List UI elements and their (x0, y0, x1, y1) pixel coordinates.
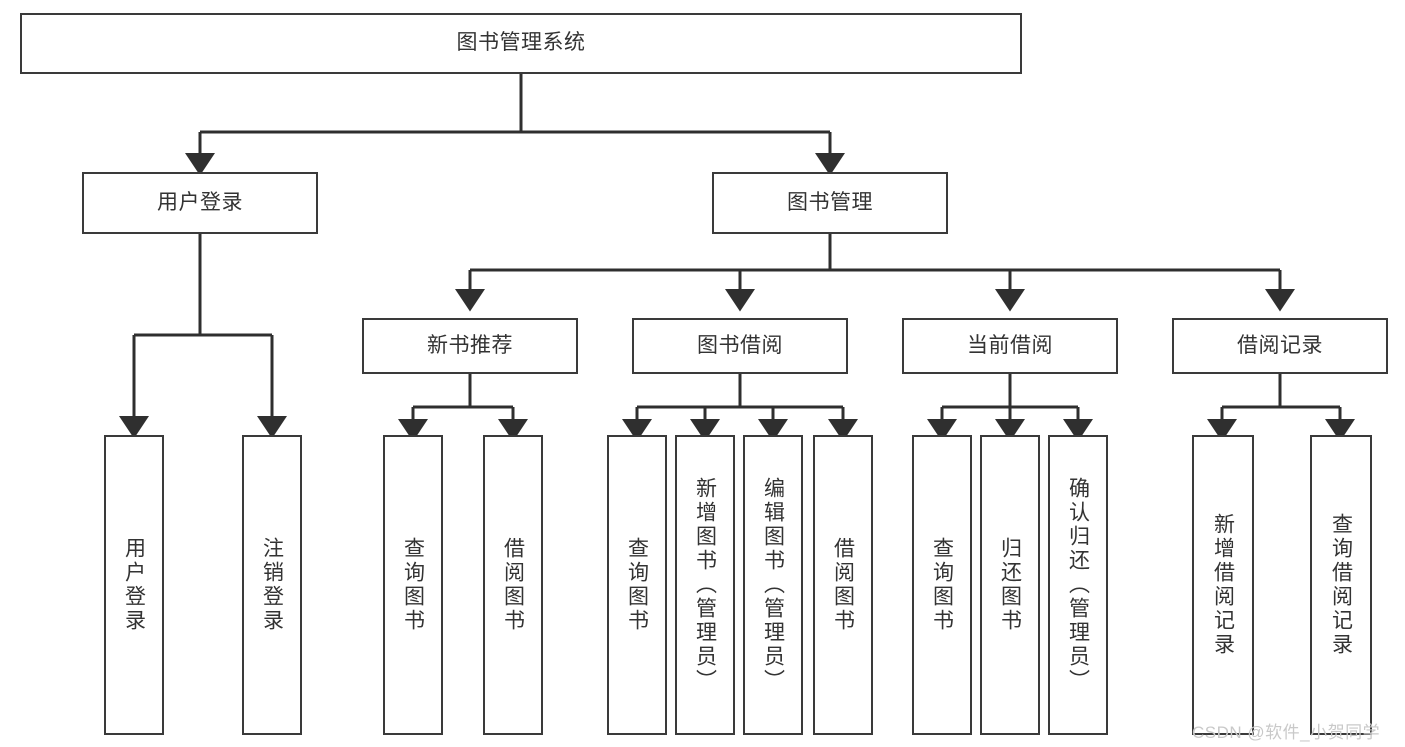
leaf-logout-login[interactable]: 注销登录 (242, 435, 302, 735)
node-label: 图书借阅 (697, 333, 783, 357)
leaf-query-book-3[interactable]: 查询图书 (912, 435, 972, 735)
node-label: 查询图书 (625, 537, 649, 633)
node-label: 新增图书（管理员） (693, 477, 717, 693)
csdn-watermark: CSDN @软件_小贺同学 (1192, 723, 1381, 742)
leaf-confirm-return[interactable]: 确认归还（管理员） (1048, 435, 1108, 735)
leaf-query-book-1[interactable]: 查询图书 (383, 435, 443, 735)
leaf-query-book-2[interactable]: 查询图书 (607, 435, 667, 735)
node-label: 查询图书 (401, 537, 425, 633)
node-book-borrow[interactable]: 图书借阅 (632, 318, 848, 374)
node-label: 新书推荐 (427, 333, 513, 357)
leaf-add-record[interactable]: 新增借阅记录 (1192, 435, 1254, 735)
node-label: 新增借阅记录 (1211, 513, 1235, 657)
node-label: 确认归还（管理员） (1066, 477, 1090, 693)
node-new-book-recommend[interactable]: 新书推荐 (362, 318, 578, 374)
node-label: 注销登录 (260, 537, 284, 633)
node-book-manage[interactable]: 图书管理 (712, 172, 948, 234)
node-borrow-record[interactable]: 借阅记录 (1172, 318, 1388, 374)
leaf-user-login[interactable]: 用户登录 (104, 435, 164, 735)
node-label: 归还图书 (998, 537, 1022, 633)
leaf-borrow-book-2[interactable]: 借阅图书 (813, 435, 873, 735)
node-label: 编辑图书（管理员） (761, 477, 785, 693)
node-root-system[interactable]: 图书管理系统 (20, 13, 1022, 74)
leaf-borrow-book-1[interactable]: 借阅图书 (483, 435, 543, 735)
leaf-return-book[interactable]: 归还图书 (980, 435, 1040, 735)
node-label: 查询图书 (930, 537, 954, 633)
leaf-query-record[interactable]: 查询借阅记录 (1310, 435, 1372, 735)
node-label: 当前借阅 (967, 333, 1053, 357)
leaf-add-book[interactable]: 新增图书（管理员） (675, 435, 735, 735)
node-label: 图书管理 (787, 190, 873, 214)
node-label: 借阅图书 (831, 537, 855, 633)
node-label: 借阅图书 (501, 537, 525, 633)
node-label: 用户登录 (157, 190, 243, 214)
node-label: 查询借阅记录 (1329, 513, 1353, 657)
node-label: 图书管理系统 (456, 31, 586, 55)
node-label: 借阅记录 (1237, 333, 1323, 357)
leaf-edit-book[interactable]: 编辑图书（管理员） (743, 435, 803, 735)
node-user-login[interactable]: 用户登录 (82, 172, 318, 234)
node-label: 用户登录 (122, 537, 146, 633)
node-current-borrow[interactable]: 当前借阅 (902, 318, 1118, 374)
